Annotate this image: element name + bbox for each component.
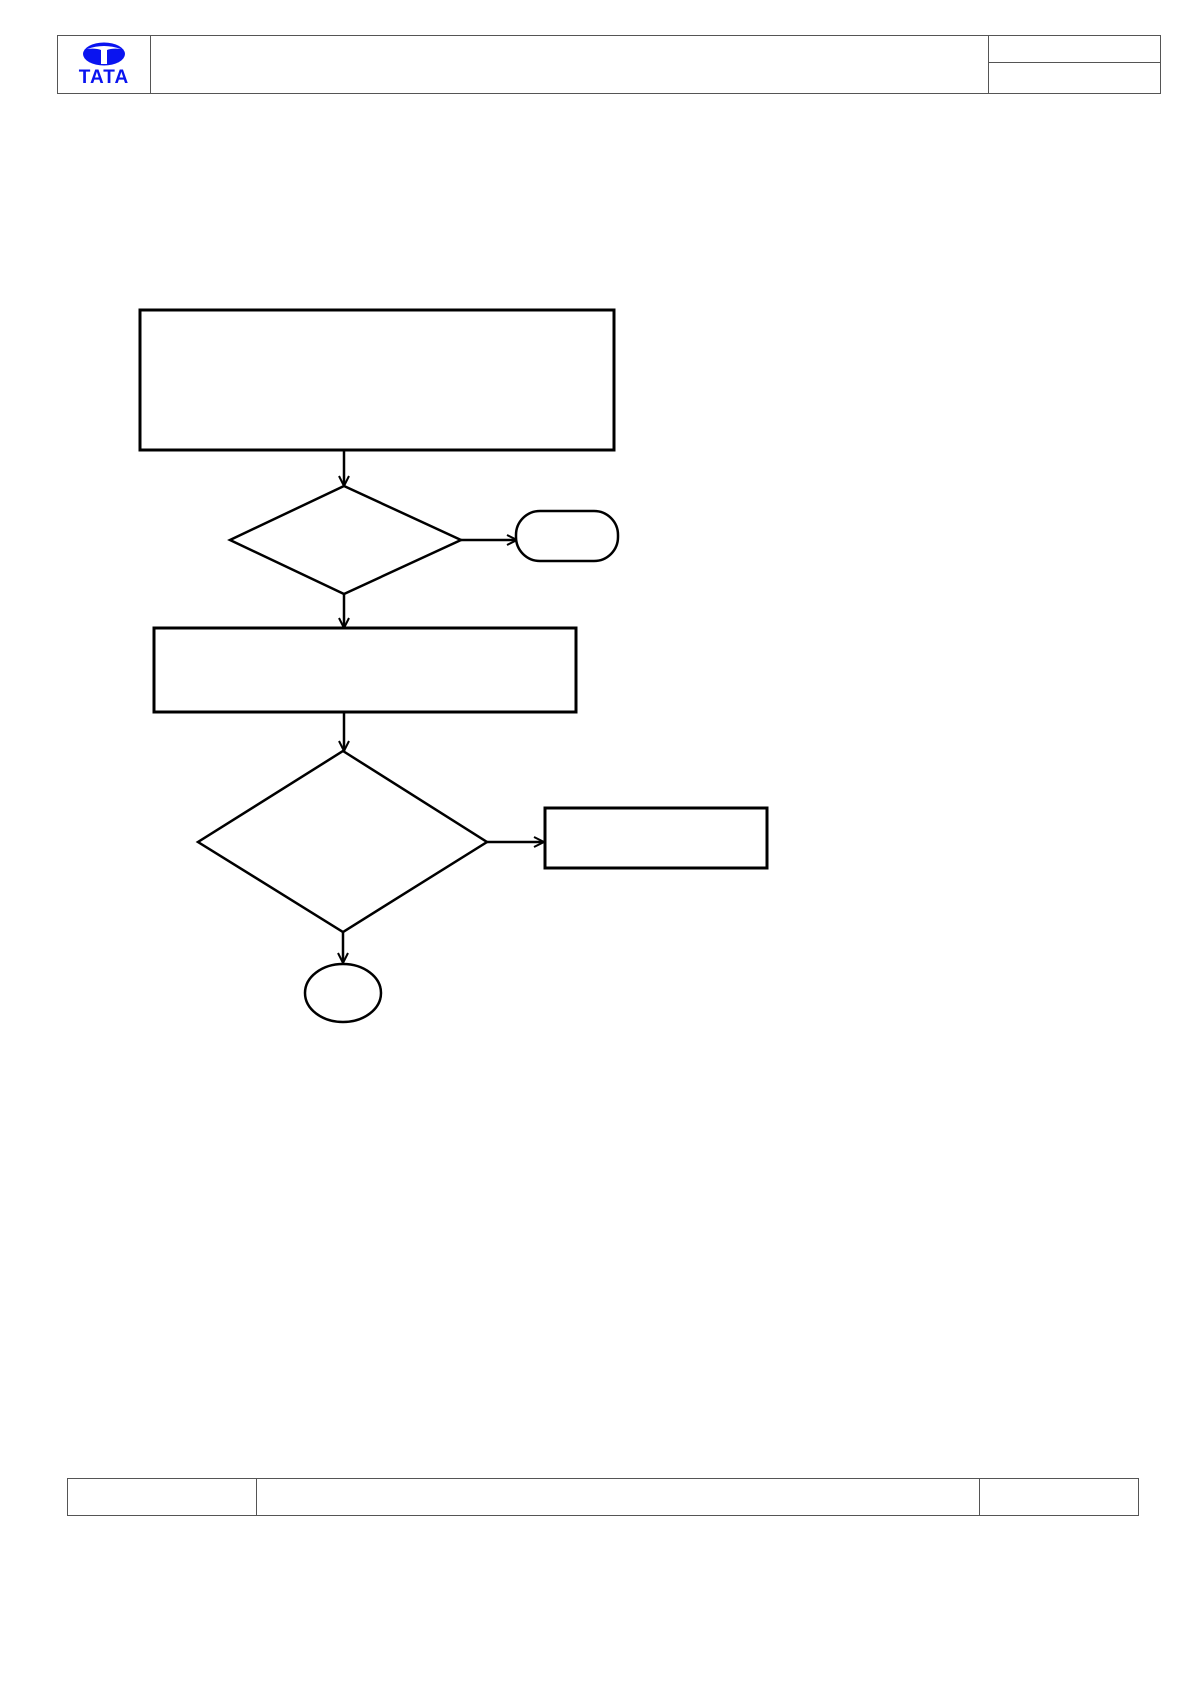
process-box-3 [543,806,769,870]
decision-diamond-1 [227,484,464,596]
process-box-1 [138,308,616,452]
footer-middle [257,1479,979,1515]
process-box-2 [152,626,578,714]
logo-cell: TATA [58,36,151,93]
header-meta-top [989,36,1160,63]
footer-right [979,1479,1138,1515]
header-meta [989,36,1160,93]
footer-table [67,1478,1139,1516]
decision-diamond-2 [195,749,490,934]
logo-wordmark: TATA [78,67,130,88]
header-title [151,36,989,93]
tata-logo-icon [83,42,125,66]
header-table: TATA [57,35,1161,94]
footer-left [68,1479,257,1515]
end-connector [303,962,383,1024]
terminal-1 [514,509,620,563]
